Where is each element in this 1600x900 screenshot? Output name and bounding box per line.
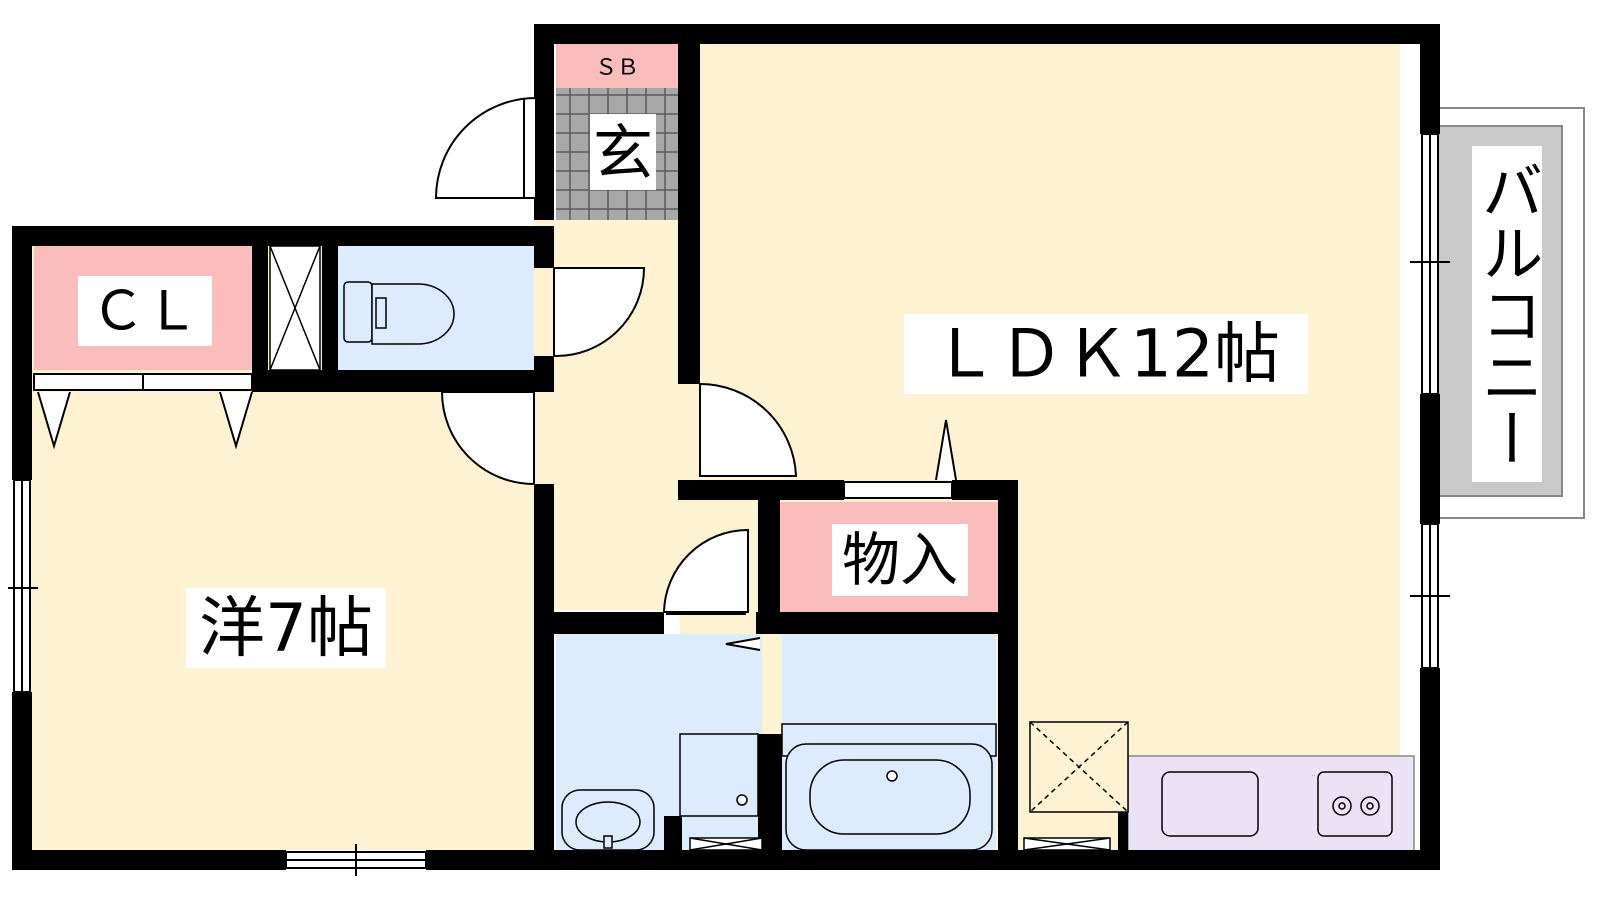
stove-icon [1317,771,1393,837]
entrance-door [434,96,537,199]
washing-machine-icon [679,733,759,817]
ldk-door [699,382,798,477]
closet-label: ＣＬ [91,280,199,343]
refrigerator-space [1029,721,1129,813]
toilet-icon [343,281,455,345]
shoe-box-label: ＳＢ [595,56,639,81]
shoe-box [556,44,678,88]
entrance-label: 玄 [593,119,653,189]
ventilation-icons [689,837,1111,851]
balcony-label: バルコニー [1471,159,1544,469]
western-room-door [440,391,535,486]
bathtub-icon [781,723,997,851]
toilet-door [553,267,646,358]
sink-icon [1161,771,1259,837]
western-room-label: 洋7帖 [199,590,373,667]
ldk-label: ＬＤＫ12帖 [932,316,1280,393]
washroom-door [662,528,749,613]
storage-label: 物入 [842,526,958,594]
washbasin-icon [561,789,655,851]
walls [12,24,1440,870]
label-backgrounds [78,114,1542,668]
closet-doors [33,373,957,651]
pipe-shaft [269,245,321,371]
doors [434,96,798,615]
windows [8,133,1450,876]
